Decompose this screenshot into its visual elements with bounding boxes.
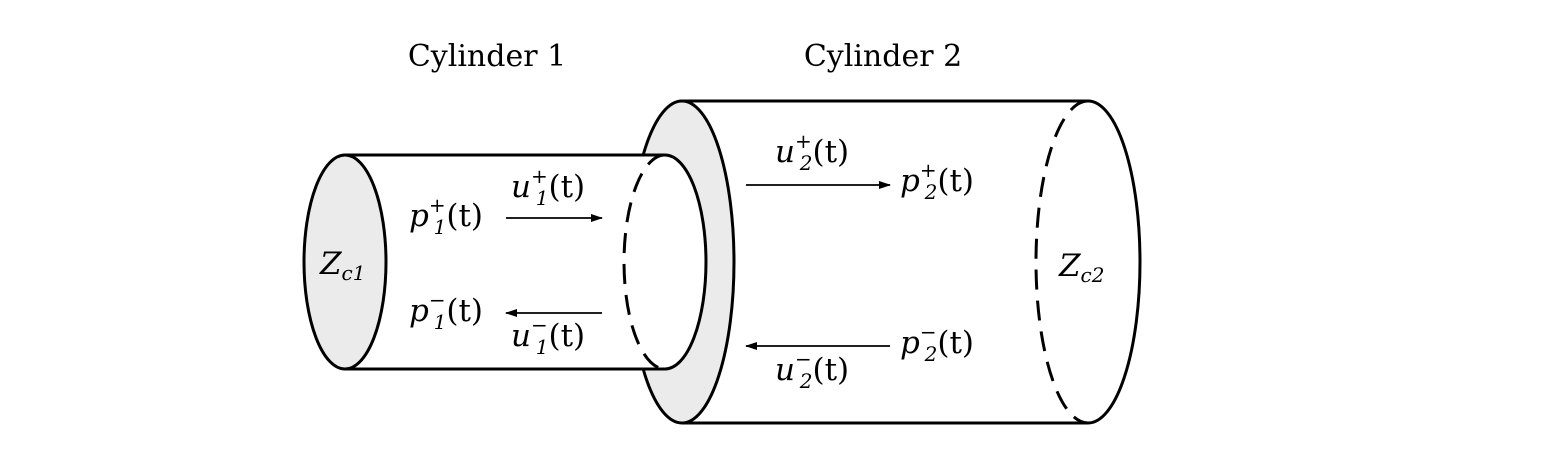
cylinder-1-title: Cylinder 1 [408, 39, 566, 74]
label-u2-minus: u−2(t) [775, 347, 849, 393]
cylinder-1 [302, 153, 708, 371]
label-p2-plus: p+2(t) [900, 158, 974, 204]
label-u2-plus: u+2(t) [775, 129, 849, 175]
label-p1-plus: p+1(t) [409, 193, 483, 239]
label-p1-minus: p−1(t) [409, 288, 483, 334]
cylinder-1-body [345, 155, 706, 369]
cylinder-2-title: Cylinder 2 [804, 39, 962, 74]
impedance-label-zc1: Zc1 [319, 246, 365, 285]
cylinder-1-right-cap-hidden [622, 153, 666, 371]
cylinder-2-right-cap-front [1087, 99, 1142, 425]
impedance-label-zc2: Zc2 [1058, 248, 1104, 287]
cylinder-1-left-cap [302, 153, 388, 371]
label-u1-plus: u+1(t) [511, 164, 585, 210]
label-u1-minus: u−1(t) [511, 313, 585, 359]
label-p2-minus: p−2(t) [900, 320, 974, 366]
cylinder-1-right-cap-front [664, 153, 708, 371]
cylinder-2-right-cap-hidden [1034, 99, 1089, 425]
